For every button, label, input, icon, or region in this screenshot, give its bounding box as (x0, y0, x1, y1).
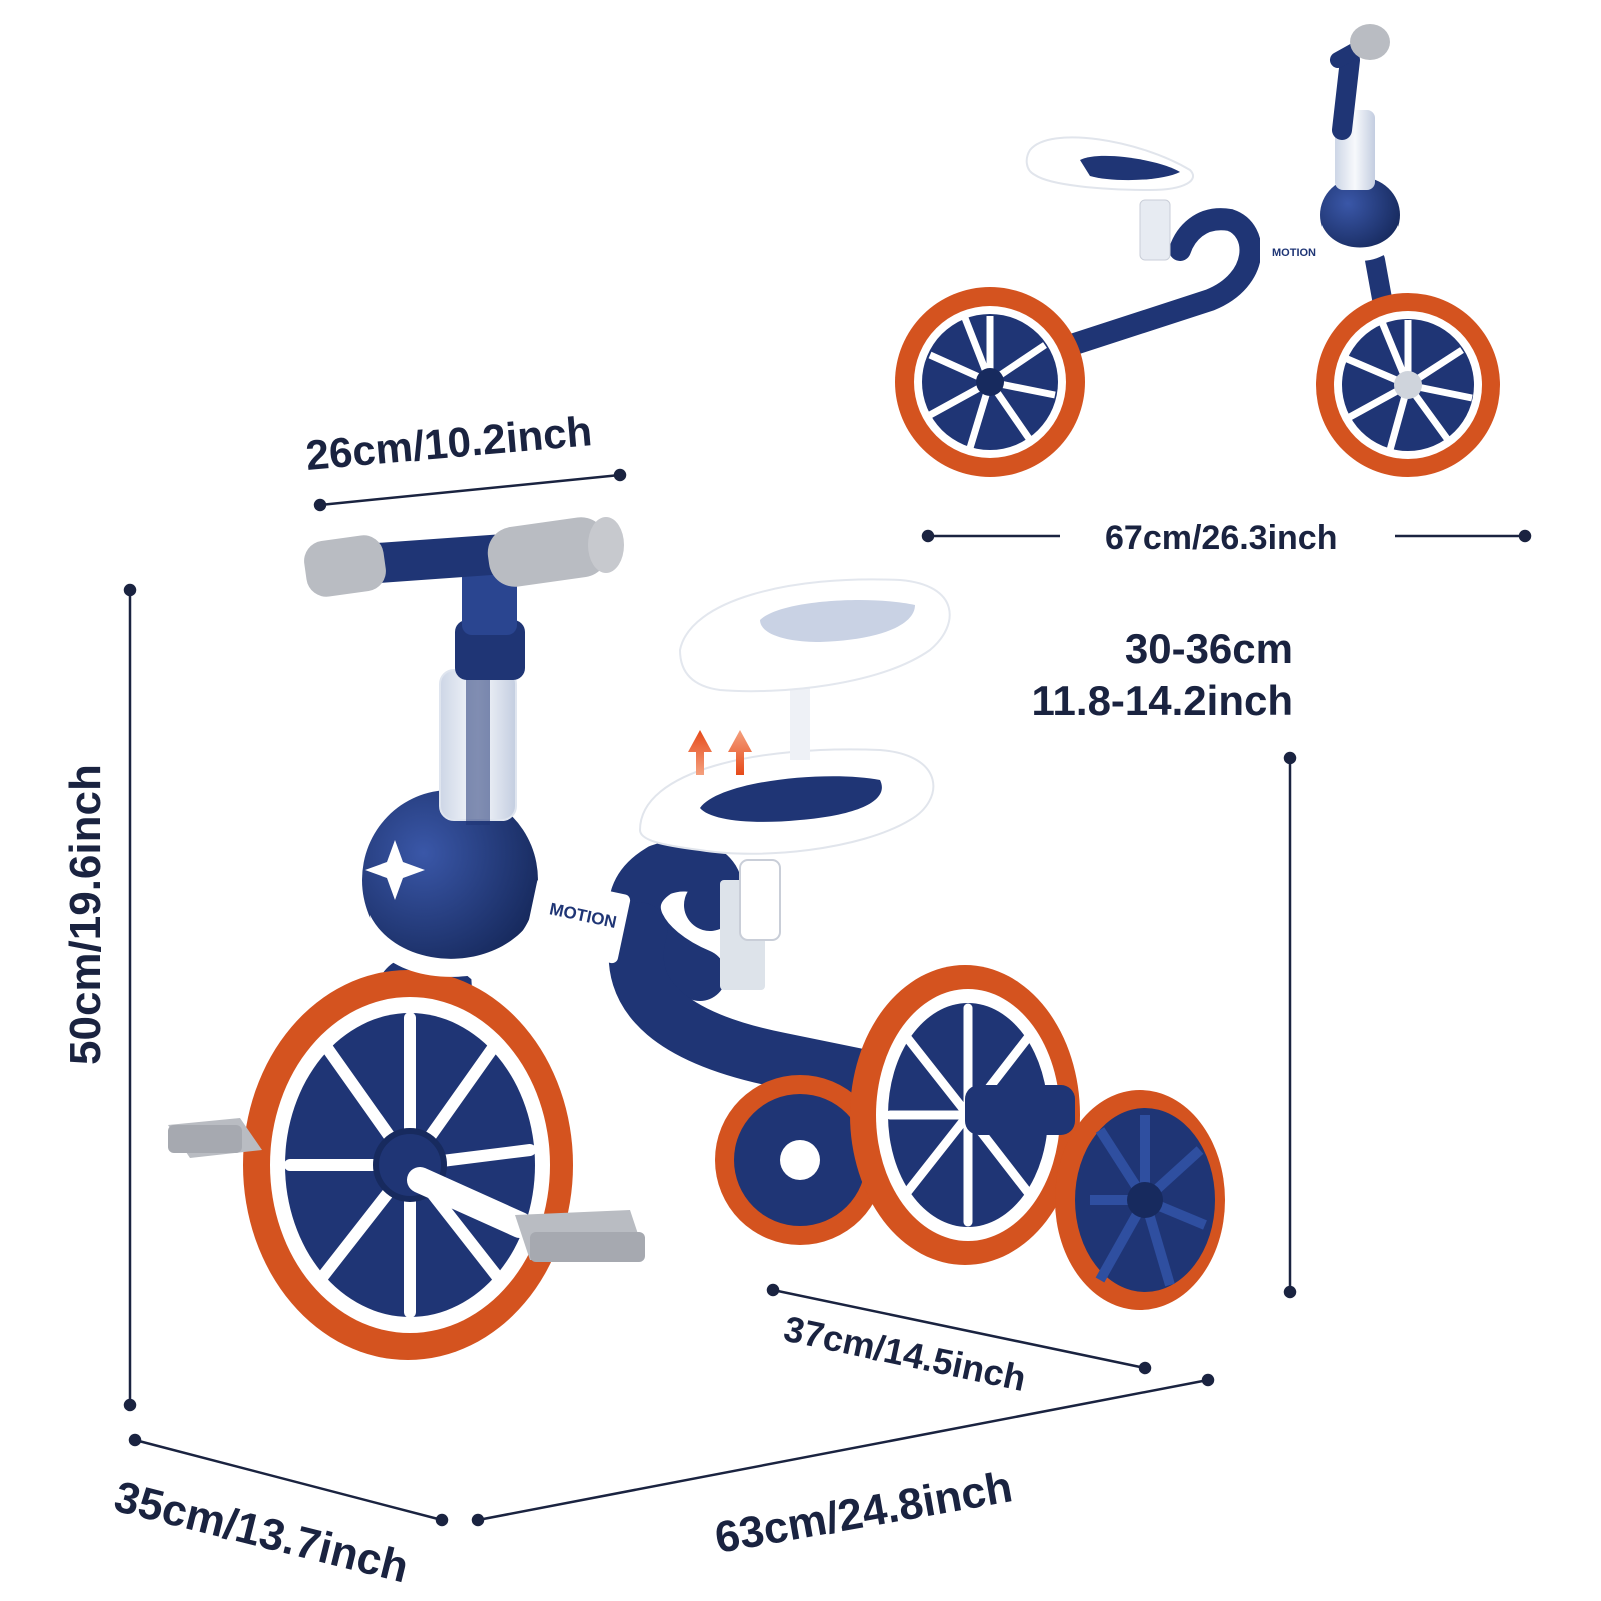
handlebar (304, 517, 624, 597)
height-adjust-arrows-icon (688, 730, 752, 775)
rear-wheel-back (715, 1075, 885, 1245)
seat-lower (638, 748, 935, 855)
front-wheel (243, 970, 573, 1360)
main-frame-lower (608, 902, 1028, 1133)
crank-arm (407, 1167, 533, 1238)
dim-handlebar-width: 26cm/10.2inch (304, 407, 594, 479)
pedal-left (168, 1118, 262, 1158)
dim-total-height: 50cm/19.6inch (61, 764, 110, 1065)
tricycle-main: MOTION (168, 517, 1225, 1360)
dim-seat-height-cm: 30-36cm (1125, 625, 1293, 672)
balance-frame (999, 208, 1262, 376)
brand-bar: MOTION (524, 877, 631, 964)
head-body (362, 790, 540, 977)
dim-balance-length: 67cm/26.3inch (1105, 519, 1337, 557)
seat-upper (678, 578, 951, 760)
balance-brand-label: MOTION (1272, 247, 1316, 259)
dim-total-length: 63cm/24.8inch (711, 1462, 1016, 1562)
dim-rear-width: 37cm/14.5inch (780, 1308, 1029, 1399)
dimension-lines (123, 468, 1532, 1527)
pedal-right (515, 1210, 645, 1262)
dim-front-width: 35cm/13.7inch (110, 1472, 414, 1592)
training-wheel (1055, 1090, 1225, 1310)
dim-seat-height-inch: 11.8-14.2inch (1032, 677, 1294, 724)
balance-bike: MOTION (895, 24, 1500, 477)
rear-axle (965, 1085, 1075, 1135)
balance-front-wheel (1316, 293, 1500, 477)
balance-rear-wheel (895, 287, 1085, 477)
